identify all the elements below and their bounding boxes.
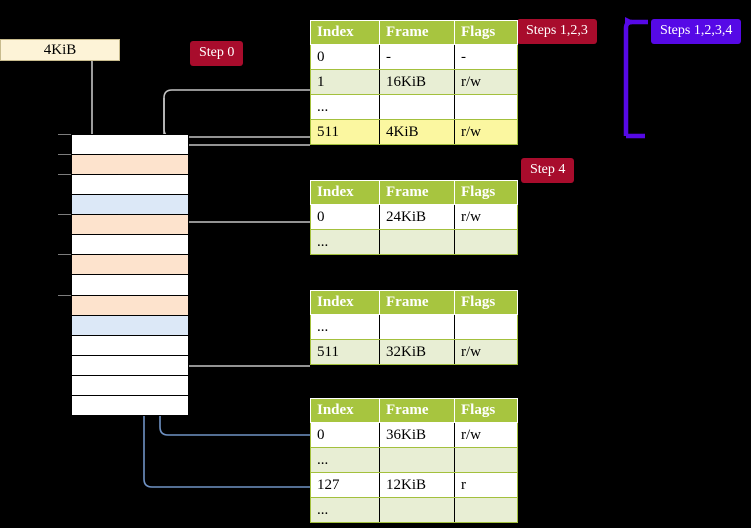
cell-frame: 4KiB	[379, 119, 455, 145]
badge-steps-1-2-3-4: Steps 1,2,3,4	[651, 19, 742, 44]
wire-steps-violet	[623, 19, 633, 136]
cell-index: ...	[310, 94, 380, 120]
memory-frame-row	[72, 155, 188, 176]
column-header-flags: Flags	[454, 398, 518, 423]
cell-frame: 24KiB	[379, 204, 455, 230]
cell-frame	[379, 229, 455, 255]
cell-flags: r/w	[454, 204, 518, 230]
wire-t3-to-mem	[167, 314, 310, 367]
memory-frame-row	[72, 195, 188, 216]
column-header-index: Index	[310, 180, 380, 205]
memory-frame-row	[72, 135, 188, 156]
cell-frame: -	[379, 44, 455, 70]
column-header-index: Index	[310, 398, 380, 423]
cell-index: ...	[310, 497, 380, 523]
frame-tick-mark	[58, 254, 71, 256]
cell-flags: r/w	[454, 119, 518, 145]
column-header-index: Index	[310, 290, 380, 315]
wire-mem-to-t1	[173, 144, 310, 158]
table-row: ...	[310, 229, 518, 255]
column-header-flags: Flags	[454, 20, 518, 45]
cell-flags: r	[454, 472, 518, 498]
memory-frame-row	[72, 335, 188, 356]
cell-index: 511	[310, 339, 380, 365]
badge-steps-1-2-3: Steps 1,2,3	[517, 19, 597, 44]
memory-frame-row	[72, 395, 188, 416]
badge-step-4: Step 4	[521, 158, 575, 183]
cell-frame: 16KiB	[379, 69, 455, 95]
memory-frame-row	[72, 355, 188, 376]
cell-index: 511	[310, 119, 380, 145]
cell-index: ...	[310, 229, 380, 255]
column-header-flags: Flags	[454, 180, 518, 205]
cell-index: 0	[310, 422, 380, 448]
cell-frame	[379, 314, 455, 340]
cell-flags: r/w	[454, 339, 518, 365]
column-header-flags: Flags	[454, 290, 518, 315]
memory-frame-row	[72, 255, 188, 276]
memory-frame-row	[72, 235, 188, 256]
cell-flags: -	[454, 44, 518, 70]
table-row: ...	[310, 94, 518, 120]
cell-index: 0	[310, 204, 380, 230]
memory-frame-row	[72, 275, 188, 296]
column-header-index: Index	[310, 20, 380, 45]
frame-tick-mark	[58, 134, 71, 135]
frame-tick-mark	[58, 154, 71, 156]
cell-flags	[454, 94, 518, 120]
wire-t2-to-mem	[173, 221, 310, 260]
memory-frame-row	[72, 295, 188, 316]
table-row: ...	[310, 447, 518, 473]
column-header-frame: Frame	[379, 290, 455, 315]
cell-flags	[454, 497, 518, 523]
cell-flags: r/w	[454, 69, 518, 95]
cell-frame: 36KiB	[379, 422, 455, 448]
physical-memory-block	[71, 134, 189, 416]
cell-index: 127	[310, 472, 380, 498]
wire-t1-loop	[163, 89, 310, 138]
badge-step-0: Step 0	[190, 41, 244, 66]
column-header-frame: Frame	[379, 180, 455, 205]
cell-index: 1	[310, 69, 380, 95]
frame-tick-mark	[58, 174, 71, 176]
table-row: ...	[310, 497, 518, 523]
cell-frame	[379, 497, 455, 523]
memory-frame-row	[72, 315, 188, 336]
cell-index: 0	[310, 44, 380, 70]
frame-tick-mark	[58, 214, 71, 216]
frame-size-label: 4KiB	[0, 39, 120, 61]
cell-index: ...	[310, 447, 380, 473]
memory-frame-row	[72, 375, 188, 396]
cell-frame	[379, 94, 455, 120]
frame-tick-mark	[58, 294, 71, 296]
cell-frame: 12KiB	[379, 472, 455, 498]
cell-flags: r/w	[454, 422, 518, 448]
cell-index: ...	[310, 314, 380, 340]
table-row: ...	[310, 314, 518, 340]
memory-frame-row	[72, 215, 188, 236]
cell-flags	[454, 314, 518, 340]
cell-frame: 32KiB	[379, 339, 455, 365]
table-row: 0--	[310, 44, 518, 70]
column-header-frame: Frame	[379, 398, 455, 423]
cell-frame	[379, 447, 455, 473]
column-header-frame: Frame	[379, 20, 455, 45]
memory-frame-row	[72, 175, 188, 196]
cell-flags	[454, 447, 518, 473]
cell-flags	[454, 229, 518, 255]
